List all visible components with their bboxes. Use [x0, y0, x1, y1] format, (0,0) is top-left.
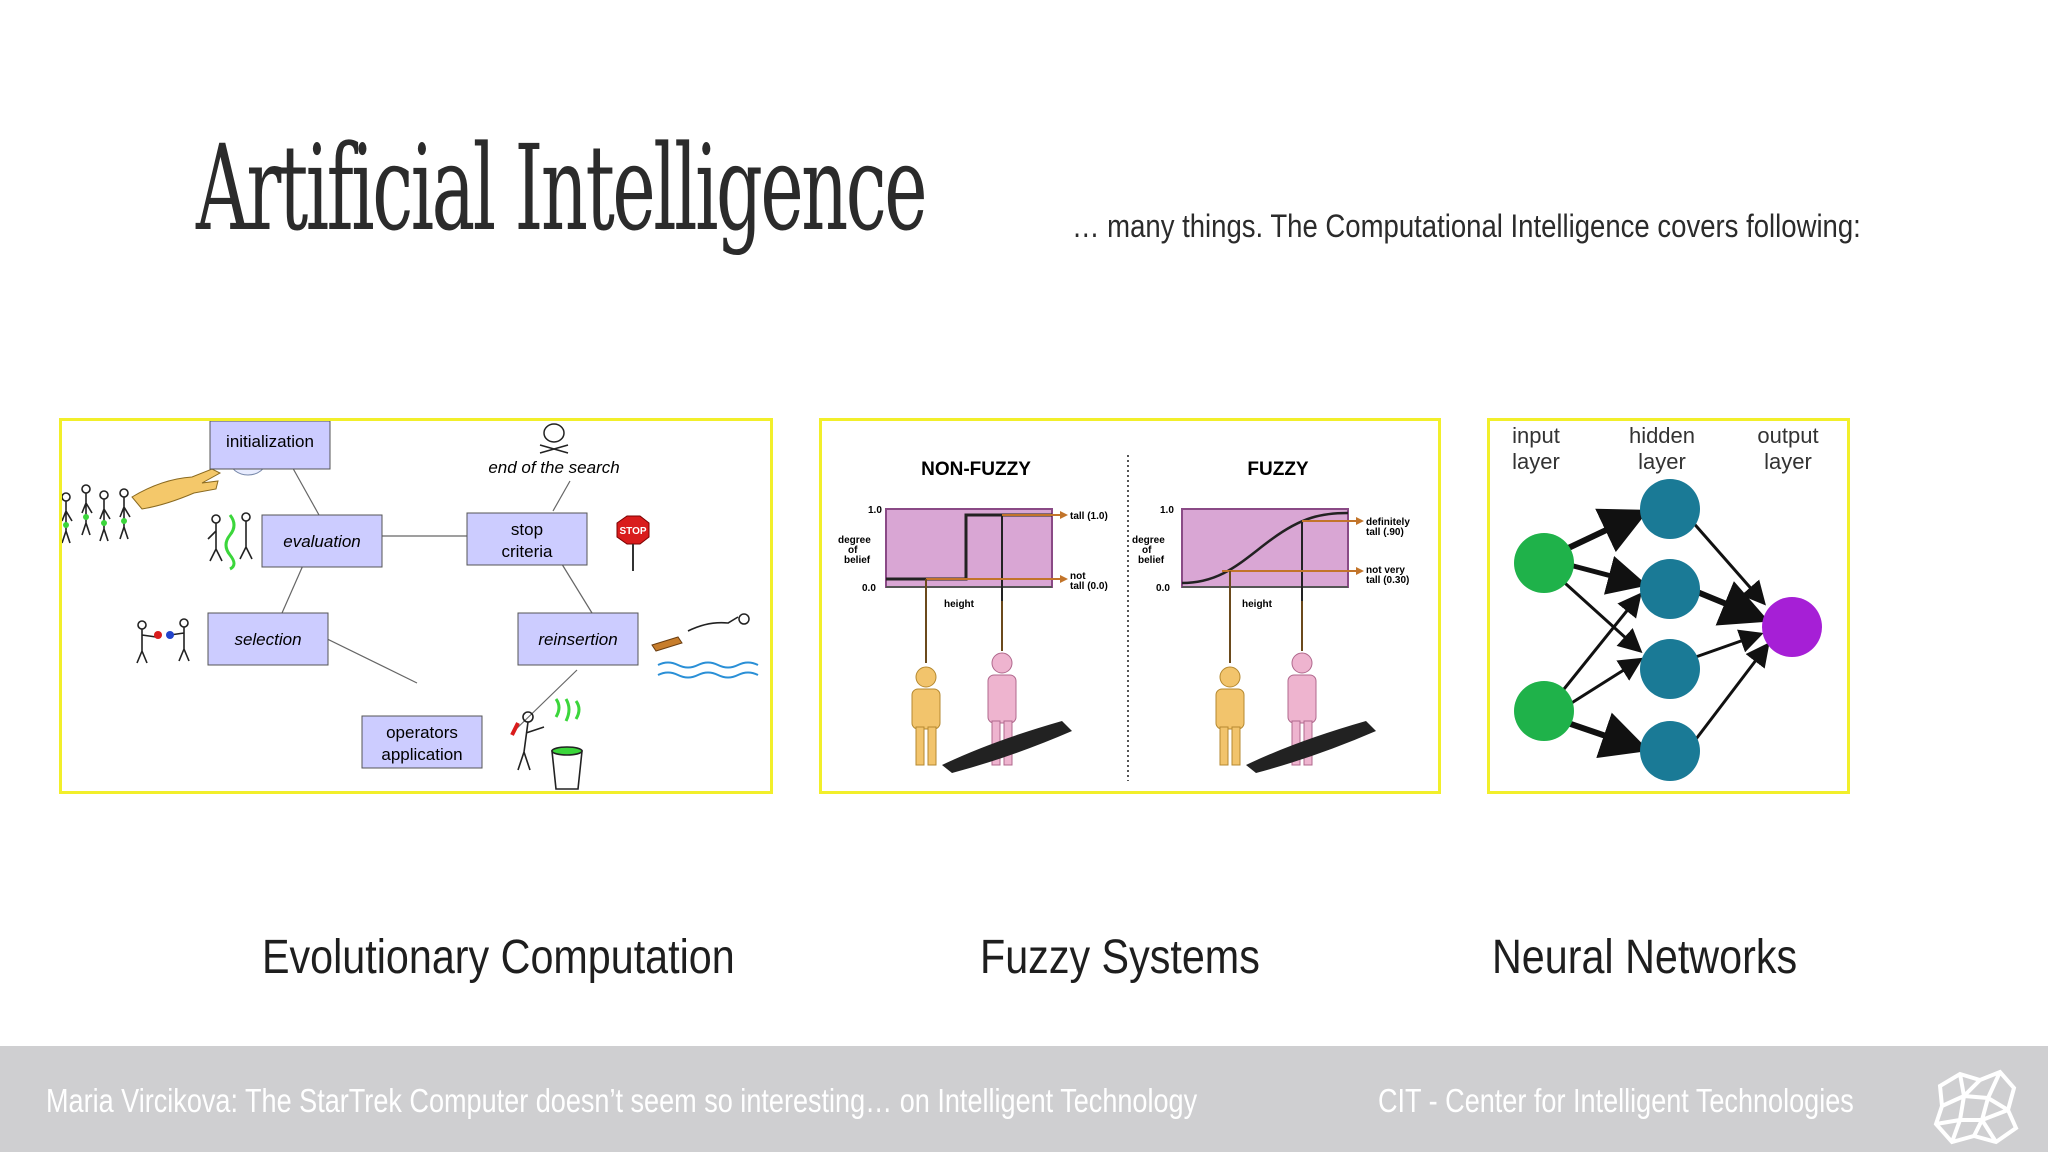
output-layer-label-1: output — [1757, 423, 1818, 448]
hidden-neuron-1 — [1640, 479, 1700, 539]
node-evaluation: evaluation — [261, 514, 383, 568]
output-layer-label-2: layer — [1764, 449, 1812, 474]
f-bottom-label-2: tall (0.30) — [1366, 575, 1409, 586]
f-y-max: 1.0 — [1160, 505, 1174, 516]
fighters-icon — [136, 618, 190, 664]
neural-network-diagram: input layer hidden layer output layer — [1487, 418, 1850, 794]
caption-fuzzy: Fuzzy Systems — [980, 931, 1260, 984]
slide-title: Artificial Intelligence — [196, 119, 928, 257]
operator-person-icon — [517, 711, 583, 790]
node-operators-application: operators application — [361, 715, 483, 769]
f-top-label-1: definitely — [1366, 517, 1410, 528]
slide-subtitle: … many things. The Computational Intelli… — [1072, 208, 1861, 244]
input-layer-label-1: input — [1512, 423, 1560, 448]
short-person-icon — [911, 666, 941, 766]
neural-svg: input layer hidden layer output layer — [1512, 423, 1822, 781]
end-of-search-label: end of the search — [488, 458, 619, 477]
red-flag-icon — [510, 722, 520, 736]
non-fuzzy-title: NON-FUZZY — [921, 459, 1031, 480]
evolutionary-computation-diagram: initialization evaluation stop criteria … — [59, 418, 773, 794]
nf-top-label: tall (1.0) — [1070, 511, 1108, 522]
fuzzy-svg: NON-FUZZY 1.0 0.0 degree of belief heigh… — [838, 455, 1410, 781]
f-x-label: height — [1242, 599, 1273, 610]
nf-y-min: 0.0 — [862, 583, 876, 594]
f-y-label-1: degree — [1132, 535, 1165, 546]
nf-bottom-label-2: tall (0.0) — [1070, 581, 1108, 592]
node-initialization-label: initialization — [226, 432, 314, 451]
nf-y-max: 1.0 — [868, 505, 882, 516]
node-reinsertion-label: reinsertion — [538, 630, 617, 649]
snake-icon — [224, 514, 236, 571]
cycle-connectors — [281, 462, 593, 734]
footer-bar: Maria Vircikova: The StarTrek Computer d… — [0, 1046, 2048, 1152]
nf-x-label: height — [944, 599, 975, 610]
evolutionary-cycle-svg: initialization evaluation stop criteria … — [62, 421, 759, 790]
output-neuron — [1762, 597, 1822, 657]
hidden-neuron-3 — [1640, 639, 1700, 699]
hidden-neuron-2 — [1640, 559, 1700, 619]
shadow-icon — [942, 721, 1072, 773]
hidden-layer-label-1: hidden — [1629, 423, 1695, 448]
cit-logo-icon — [1933, 1069, 2019, 1145]
fuzzy-title: FUZZY — [1247, 459, 1309, 480]
stop-sign-text: STOP — [619, 526, 646, 537]
nf-bottom-label-1: not — [1070, 571, 1086, 582]
node-selection: selection — [207, 612, 329, 666]
f-fuzzy-curve — [1181, 511, 1349, 585]
evaluation-figures-icon — [207, 512, 253, 562]
steam-icon — [554, 698, 581, 722]
non-fuzzy-plot-area — [885, 508, 1053, 588]
nf-y-label-3: belief — [844, 555, 871, 566]
input-layer-label-2: layer — [1512, 449, 1560, 474]
node-stop-label-1: stop — [511, 520, 543, 539]
green-marks-icon — [63, 514, 127, 528]
f-y-min: 0.0 — [1156, 583, 1170, 594]
caption-evolutionary: Evolutionary Computation — [262, 931, 735, 984]
node-operators-label-2: application — [381, 745, 462, 764]
population-figures-icon — [62, 484, 131, 544]
hand-icon — [131, 468, 222, 510]
f-top-label-2: tall (.90) — [1366, 527, 1404, 538]
skull-icon — [539, 423, 569, 454]
footer-center-text: CIT - Center for Intelligent Technologie… — [1378, 1082, 1854, 1119]
fuzzy-systems-diagram: NON-FUZZY 1.0 0.0 degree of belief heigh… — [819, 418, 1441, 794]
hidden-neuron-4 — [1640, 721, 1700, 781]
short-person-icon-2 — [1215, 666, 1245, 766]
node-operators-label-1: operators — [386, 723, 458, 742]
node-reinsertion: reinsertion — [517, 612, 639, 666]
nn-connections — [1554, 508, 1770, 759]
glove-blue-icon — [166, 631, 174, 639]
node-initialization: initialization — [209, 421, 331, 470]
swimmer-icon — [651, 613, 759, 679]
node-evaluation-label: evaluation — [283, 532, 361, 551]
nf-y-label-1: degree — [838, 535, 871, 546]
f-bottom-label-1: not very — [1366, 565, 1405, 576]
f-y-label-3: belief — [1138, 555, 1165, 566]
f-y-label-2: of — [1142, 545, 1152, 556]
input-neuron-1 — [1514, 533, 1574, 593]
input-neuron-2 — [1514, 681, 1574, 741]
nf-y-label-2: of — [848, 545, 858, 556]
node-selection-label: selection — [234, 630, 301, 649]
node-stop-criteria: stop criteria — [466, 512, 588, 566]
shadow-icon-2 — [1246, 721, 1376, 773]
stop-sign-icon: STOP — [616, 515, 650, 571]
footer-author-text: Maria Vircikova: The StarTrek Computer d… — [46, 1082, 1198, 1119]
caption-neural: Neural Networks — [1492, 931, 1798, 984]
hidden-layer-label-2: layer — [1638, 449, 1686, 474]
node-stop-label-2: criteria — [501, 542, 553, 561]
glove-red-icon — [154, 631, 162, 639]
